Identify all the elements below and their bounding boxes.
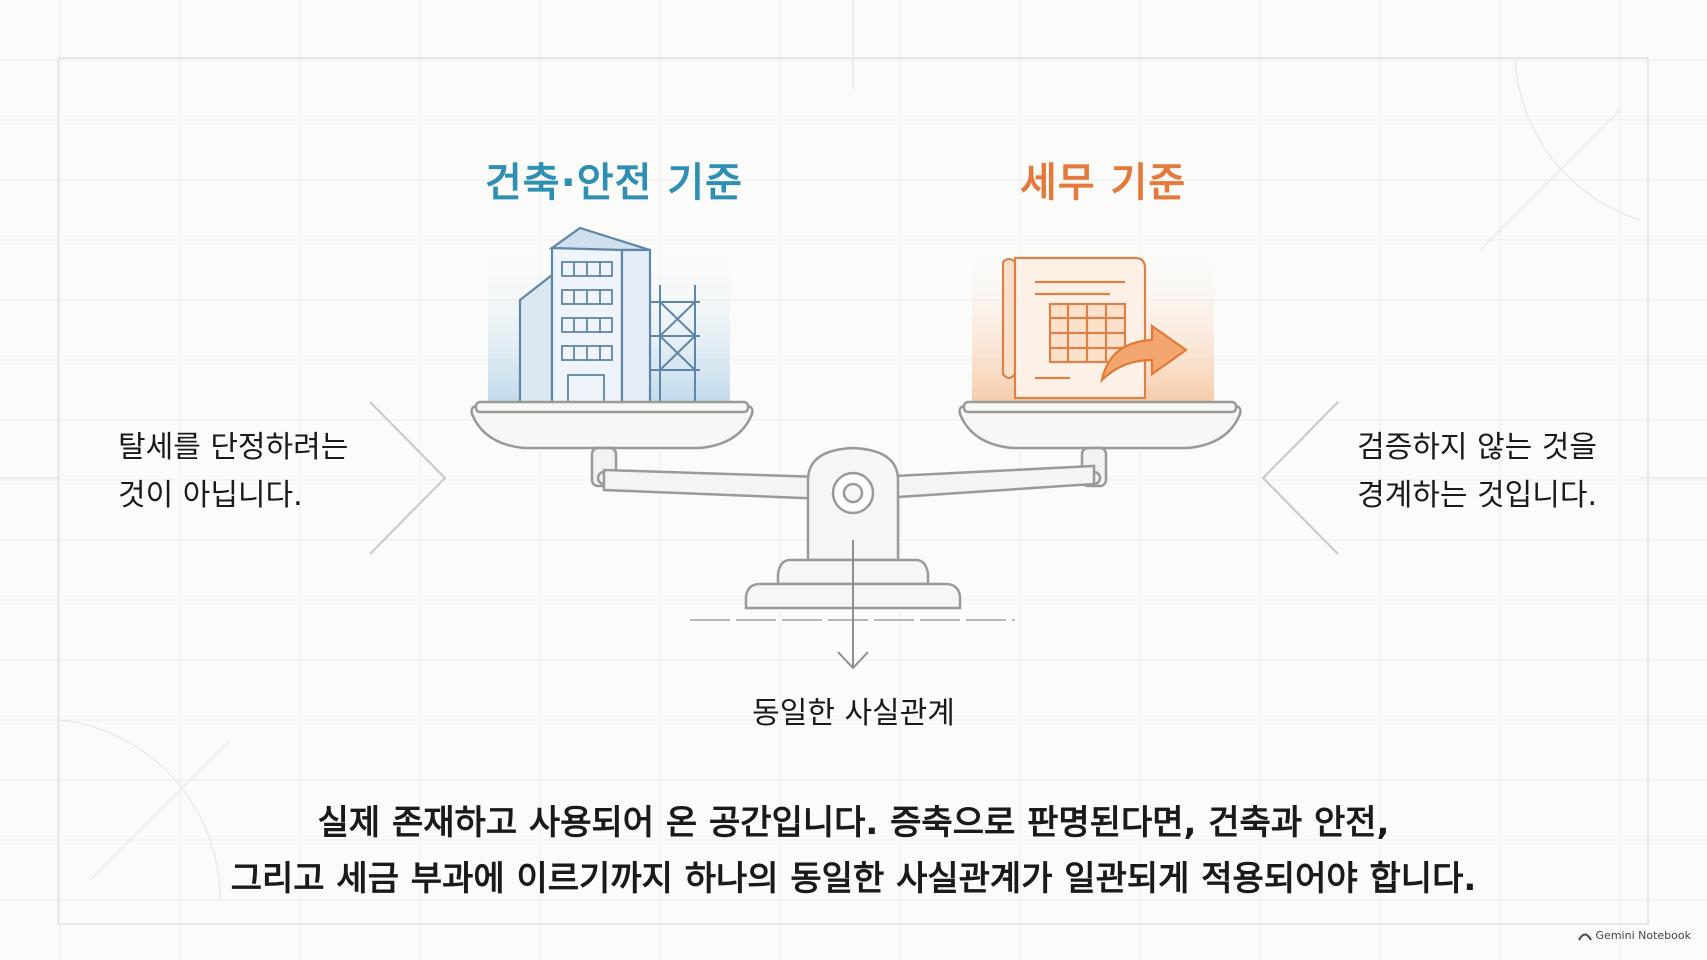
heading-tax: 세무 기준 xyxy=(1020,160,1187,206)
right-pan xyxy=(958,404,1242,450)
building-scaffold-icon xyxy=(518,226,700,407)
left-chevron-icon xyxy=(369,401,447,555)
gemini-logo-icon xyxy=(1577,933,1592,941)
left-note-line-1: 탈세를 단정하려는 xyxy=(118,430,349,465)
right-note-line-1: 검증하지 않는 것을 xyxy=(1357,430,1597,465)
left-pan xyxy=(470,404,754,450)
down-arrow-icon xyxy=(837,540,869,670)
right-chevron-icon xyxy=(1261,401,1339,555)
heading-building-safety: 건축·안전 기준 xyxy=(485,160,743,206)
watermark: Gemini Notebook xyxy=(1577,929,1691,942)
left-note-line-2: 것이 아닙니다. xyxy=(118,478,303,513)
center-caption: 동일한 사실관계 xyxy=(752,696,955,731)
watermark-label: Gemini Notebook xyxy=(1595,929,1691,942)
right-note: 검증하지 않는 것을 경계하는 것입니다. xyxy=(1357,424,1597,520)
right-note-line-2: 경계하는 것입니다. xyxy=(1357,478,1597,513)
summary-line-1: 실제 존재하고 사용되어 온 공간입니다. 증축으로 판명된다면, 건축과 안전… xyxy=(317,803,1390,843)
summary-line-2: 그리고 세금 부과에 이르기까지 하나의 동일한 사실관계가 일관되게 적용되어… xyxy=(230,859,1477,899)
left-note: 탈세를 단정하려는 것이 아닙니다. xyxy=(118,424,348,520)
document-table-arrow-icon xyxy=(1001,256,1188,400)
summary-text: 실제 존재하고 사용되어 온 공간입니다. 증축으로 판명된다면, 건축과 안전… xyxy=(0,795,1707,907)
